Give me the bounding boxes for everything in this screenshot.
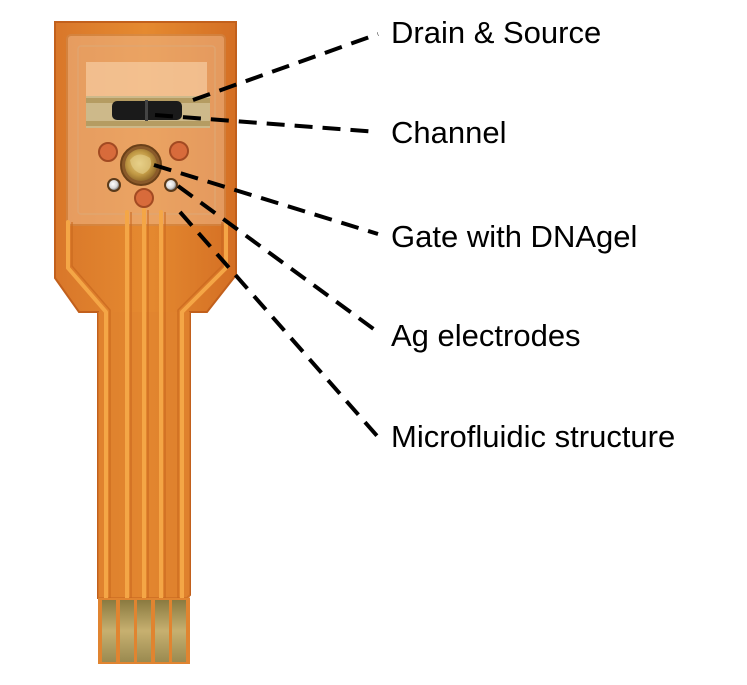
trace-shadows [71, 210, 223, 600]
contact-pads [98, 598, 190, 664]
microfluidic-block [66, 34, 226, 226]
ag-electrodes [107, 178, 178, 192]
label-channel: Channel [391, 115, 507, 150]
leader-lines [153, 32, 380, 439]
gate-electrode [120, 144, 162, 186]
label-microfluidic-structure: Microfluidic structure [391, 419, 676, 454]
leader-drain-source [192, 32, 379, 102]
fluidic-holes [98, 141, 189, 208]
leader-gate [153, 163, 379, 236]
leader-channel [154, 113, 379, 134]
label-ag-electrodes: Ag electrodes [391, 318, 581, 353]
leader-ag-electrodes [176, 184, 377, 332]
leader-microfluidic [178, 210, 380, 439]
label-drain-source: Drain & Source [391, 15, 602, 50]
label-gate: Gate with DNAgel [391, 219, 638, 254]
conductive-traces [66, 208, 228, 602]
